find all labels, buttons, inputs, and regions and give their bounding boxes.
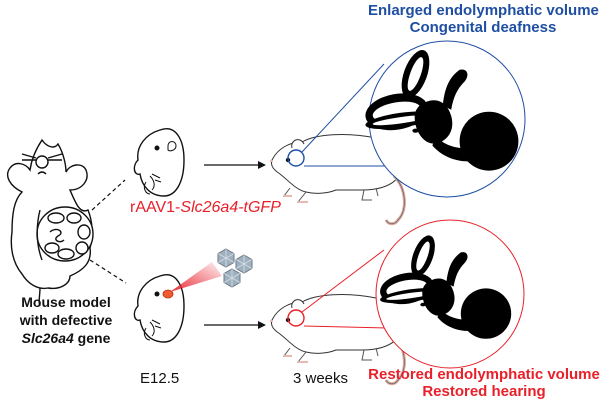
embryo-icon: [133, 128, 185, 197]
injection-beam: [170, 262, 222, 292]
gene-suffix: gene: [73, 330, 111, 346]
treated-outcome-line2: Restored hearing: [422, 383, 546, 400]
stage-label-adult: 3 weeks: [293, 370, 349, 387]
vector-transgene: Slc26a4-tGFP: [180, 199, 281, 216]
aav-virus-particle-icon: [217, 248, 235, 268]
treated-outcome-caption: Restored endolymphatic volume Restored h…: [368, 366, 600, 400]
gene-name: Slc26a4: [21, 330, 74, 346]
aav-virus-particle-icon: [223, 268, 241, 288]
connector-top: [91, 179, 126, 211]
aav-virus-particle-icon: [235, 254, 253, 274]
mouse-model-line1: Mouse model: [21, 294, 111, 310]
arrow-top: [204, 161, 266, 169]
mouse-model-label: Mouse model with defective Slc26a4 gene: [2, 293, 130, 347]
vector-prefix: rAAV1-: [130, 199, 181, 216]
arrow-bottom: [204, 321, 266, 329]
vector-label: rAAV1-Slc26a4-tGFP: [130, 199, 281, 217]
injected-embryo-icon: [133, 274, 185, 343]
injection-site-icon: [162, 289, 174, 299]
treated-outcome-line1: Restored endolymphatic volume: [368, 366, 600, 383]
stage-label-embryo: E12.5: [140, 370, 180, 387]
connector-bottom: [89, 259, 127, 284]
untreated-outcome-caption: Enlarged endolymphatic volume Congenital…: [368, 2, 599, 36]
untreated-outcome-line1: Enlarged endolymphatic volume: [368, 2, 599, 19]
untreated-outcome-line2: Congenital deafness: [409, 19, 557, 36]
pregnant-mouse-icon: [6, 138, 94, 307]
mouse-model-line2: with defective: [19, 312, 113, 328]
